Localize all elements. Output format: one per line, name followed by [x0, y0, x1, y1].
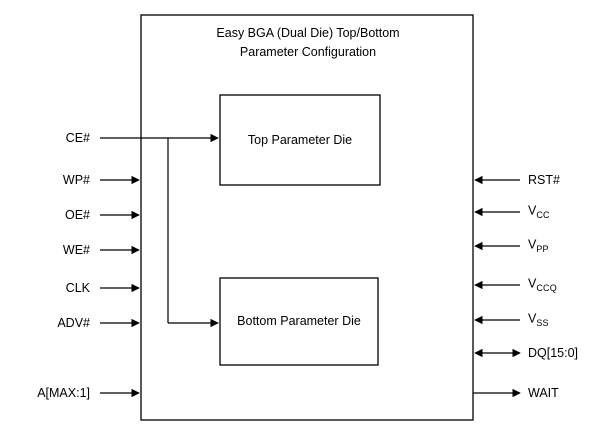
signal-label-vpp-subscript: PP [536, 243, 549, 254]
diagram-title-line-1: Easy BGA (Dual Die) Top/Bottom [216, 26, 400, 40]
signal-label-vss-text: V [528, 311, 537, 326]
signal-label-oe: OE# [64, 207, 90, 222]
signal-label-vccq: VCCQ [528, 277, 557, 293]
signal-label-ce: CE# [65, 130, 90, 145]
signal-label-we: WE# [62, 242, 90, 257]
diagram-title: Easy BGA (Dual Die) Top/Bottom Parameter… [160, 24, 456, 63]
signal-label-amax: A[MAX:1] [37, 385, 90, 400]
signal-label-wp: WP# [62, 172, 90, 187]
outer-enclosure-box [140, 14, 474, 421]
signal-label-dq-text: DQ[15:0] [528, 345, 579, 360]
signal-label-vcc-text: V [528, 203, 537, 218]
signal-label-vccq-subscript: CCQ [536, 282, 557, 293]
signal-label-clk: CLK [65, 280, 90, 295]
signal-label-adv: ADV# [57, 315, 90, 330]
signal-label-rst: RST# [528, 174, 560, 187]
signal-label-vpp: VPP [528, 238, 549, 254]
signal-label-vccq-text: V [528, 276, 537, 291]
diagram-title-line-2: Parameter Configuration [239, 45, 377, 60]
signal-label-vss-subscript: SS [536, 317, 549, 328]
signal-label-wait-text: WAIT [528, 385, 559, 400]
signal-label-vcc-subscript: CC [536, 209, 550, 220]
signal-label-dq: DQ[15:0] [528, 347, 578, 360]
signal-label-rst-text: RST# [528, 172, 560, 187]
signal-label-vpp-text: V [528, 237, 537, 252]
bottom-parameter-die-label: Bottom Parameter Die [237, 314, 361, 328]
top-parameter-die-label: Top Parameter Die [247, 133, 353, 147]
signal-label-vcc: VCC [528, 204, 550, 220]
bottom-parameter-die-box [219, 277, 379, 366]
signal-label-wait: WAIT [528, 387, 559, 400]
top-parameter-die-box [219, 94, 381, 186]
signal-label-vss: VSS [528, 312, 549, 328]
